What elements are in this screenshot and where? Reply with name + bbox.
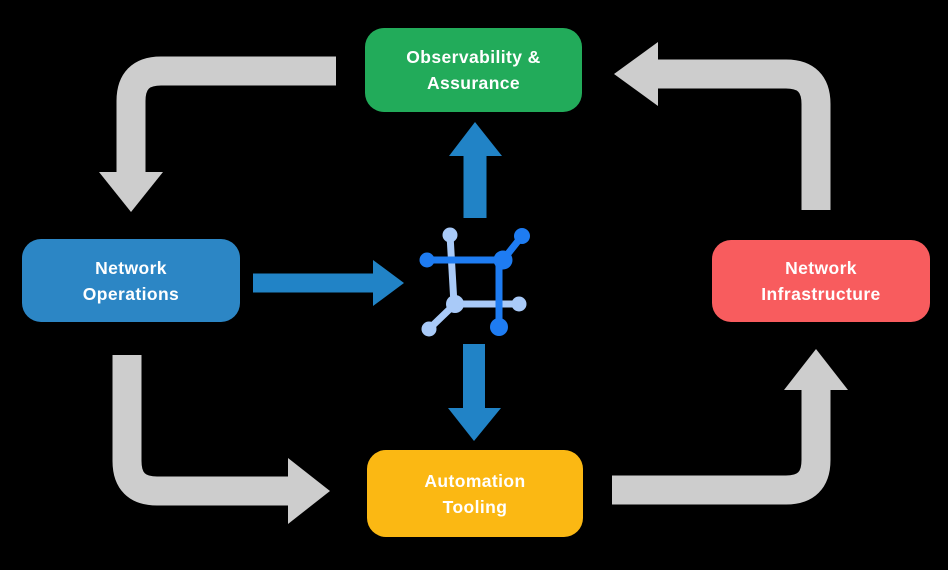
node-label-line: Infrastructure xyxy=(761,284,881,304)
node-label-line: Observability & xyxy=(406,47,541,67)
node-automation-tooling: Automation Tooling xyxy=(367,450,583,537)
arrow-operations-to-automation xyxy=(112,355,330,524)
arrow-center-to-observability xyxy=(449,122,502,218)
arrow-center-to-automation xyxy=(448,344,501,441)
arrow-infrastructure-to-observability xyxy=(614,42,831,210)
node-observability-assurance: Observability & Assurance xyxy=(365,28,582,112)
arrow-observability-to-operations xyxy=(99,56,336,212)
node-network-infrastructure: Network Infrastructure xyxy=(712,240,930,322)
network-mesh-icon xyxy=(419,227,530,337)
arrow-operations-to-center xyxy=(253,260,404,306)
network-mesh-icon-light-lines xyxy=(421,227,527,337)
network-mesh-icon-dark-lines xyxy=(419,228,530,336)
node-label-line: Automation xyxy=(424,470,526,491)
arrow-automation-to-infrastructure xyxy=(612,349,848,505)
node-label-line: Tooling xyxy=(442,496,508,517)
node-label-line: Network xyxy=(785,258,857,278)
node-label-line: Operations xyxy=(82,283,180,304)
node-network-operations: Network Operations xyxy=(22,239,240,322)
node-label-line: Assurance xyxy=(426,73,521,93)
node-label-line: Network xyxy=(95,257,167,278)
